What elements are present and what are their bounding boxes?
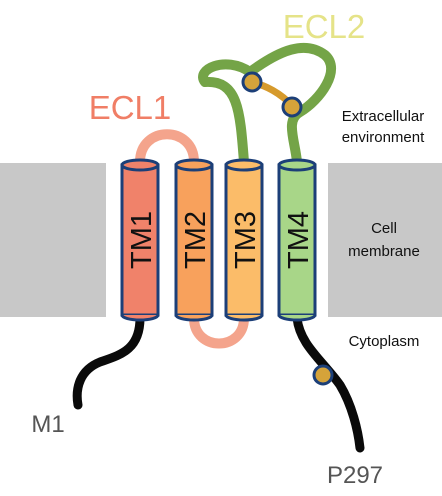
n-terminal-tail: [72, 313, 145, 410]
membrane-band-left: [0, 163, 106, 317]
helix-tm4-label: TM4: [283, 211, 315, 269]
n-terminus-label: M1: [31, 411, 64, 438]
helix-tm2-label: TM2: [180, 211, 212, 269]
c-terminus-label: P297: [327, 462, 383, 489]
helix-tm1-body: [120, 163, 160, 317]
ecl2-label: ECL2: [283, 8, 366, 45]
helix-tm3-bottom-cap: [224, 314, 264, 322]
icl-loop: [189, 317, 249, 349]
extracellular-label-line1: Extracellular: [342, 108, 425, 125]
ecl2-site-marker-a: [241, 71, 263, 93]
membrane-band-right: [328, 163, 442, 317]
c-terminal-tail: [292, 313, 365, 453]
membrane-label-line2: membrane: [348, 243, 420, 260]
helix-tm1: TM1: [120, 158, 160, 322]
ecl1-label: ECL1: [89, 89, 172, 126]
helix-tm3-label: TM3: [230, 211, 262, 269]
helix-tm2: TM2: [174, 158, 214, 322]
helix-tm1-bottom-cap: [120, 314, 160, 322]
membrane-label-line1: Cell: [371, 220, 397, 237]
ecl2-site-marker-b: [281, 96, 303, 118]
helix-tm2-top-cap: [174, 158, 214, 172]
helix-tm3: TM3: [224, 158, 264, 322]
helix-tm3-body: [224, 163, 264, 317]
helix-tm4-body: [277, 163, 317, 317]
helix-tm4: TM4: [277, 158, 317, 322]
helix-tm4-top-cap: [277, 158, 317, 172]
helix-tm1-top-cap: [120, 158, 160, 172]
helix-tm1-label: TM1: [126, 211, 158, 269]
helix-tm2-bottom-cap: [174, 314, 214, 322]
ecl2-loop: [198, 42, 336, 167]
extracellular-label-line2: environment: [342, 129, 425, 146]
c-terminal-site-marker: [312, 364, 334, 386]
cytoplasm-label: Cytoplasm: [349, 333, 420, 350]
helix-tm4-bottom-cap: [277, 314, 317, 322]
ecl1-loop: [135, 129, 199, 163]
helix-tm3-top-cap: [224, 158, 264, 172]
